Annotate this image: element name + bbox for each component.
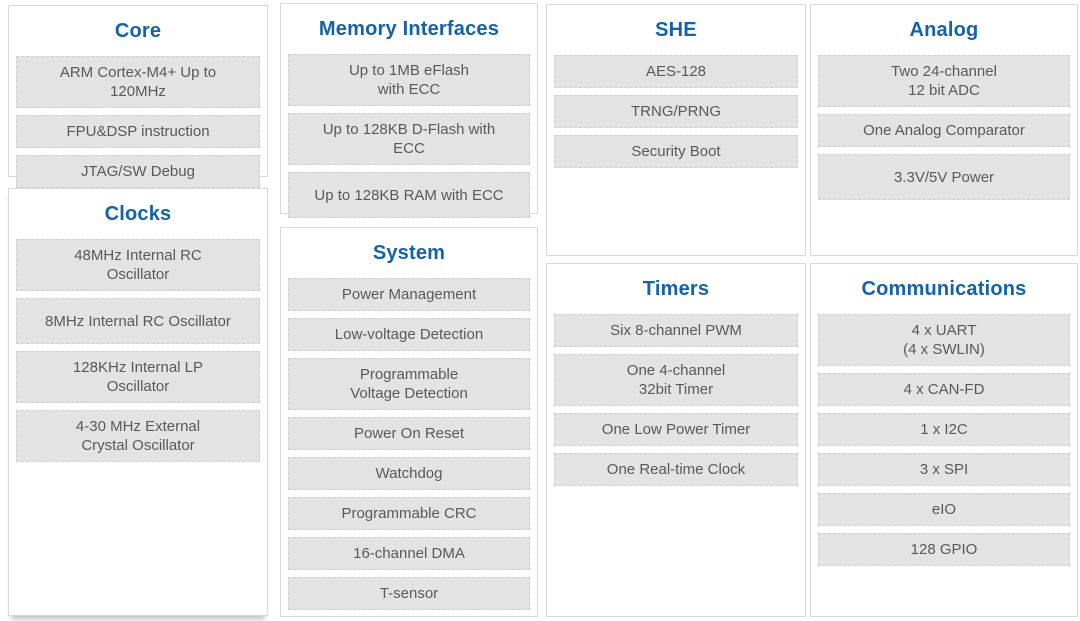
- feature-list-analog: Two 24-channel 12 bit ADC One Analog Com…: [818, 55, 1070, 200]
- feature-item-fpu-dsp: FPU&DSP instruction: [16, 115, 260, 148]
- feature-item-trng-prng: TRNG/PRNG: [554, 95, 798, 128]
- section-analog: Analog Two 24-channel 12 bit ADC One Ana…: [810, 4, 1078, 256]
- feature-item-t-sensor: T-sensor: [288, 577, 530, 610]
- feature-item-external-crystal: 4-30 MHz External Crystal Oscillator: [16, 410, 260, 462]
- section-clocks: Clocks 48MHz Internal RC Oscillator 8MHz…: [8, 188, 268, 616]
- section-system: System Power Management Low-voltage Dete…: [280, 227, 538, 617]
- feature-list-clocks: 48MHz Internal RC Oscillator 8MHz Intern…: [16, 239, 260, 462]
- section-title-timers: Timers: [642, 278, 710, 300]
- feature-item-power-management: Power Management: [288, 278, 530, 311]
- feature-item-arm-cortex: ARM Cortex-M4+ Up to 120MHz: [16, 56, 260, 108]
- section-communications: Communications 4 x UART (4 x SWLIN) 4 x …: [810, 263, 1078, 617]
- feature-item-32bit-timer: One 4-channel 32bit Timer: [554, 354, 798, 406]
- feature-list-memory: Up to 1MB eFlash with ECC Up to 128KB D-…: [288, 54, 530, 218]
- feature-item-gpio: 128 GPIO: [818, 533, 1070, 566]
- feature-item-rtc: One Real-time Clock: [554, 453, 798, 486]
- section-title-memory-interfaces: Memory Interfaces: [318, 18, 500, 40]
- feature-item-analog-comparator: One Analog Comparator: [818, 114, 1070, 147]
- section-she: SHE AES-128 TRNG/PRNG Security Boot: [546, 4, 806, 256]
- feature-item-jtag-sw-debug: JTAG/SW Debug: [16, 155, 260, 188]
- feature-item-programmable-voltage-detection: Programmable Voltage Detection: [288, 358, 530, 410]
- feature-list-communications: 4 x UART (4 x SWLIN) 4 x CAN-FD 1 x I2C …: [818, 314, 1070, 566]
- feature-item-programmable-crc: Programmable CRC: [288, 497, 530, 530]
- feature-item-low-power-timer: One Low Power Timer: [554, 413, 798, 446]
- section-core: Core ARM Cortex-M4+ Up to 120MHz FPU&DSP…: [8, 5, 268, 188]
- section-title-clocks: Clocks: [104, 203, 172, 225]
- section-title-she: SHE: [655, 19, 697, 41]
- feature-item-128khz-lp: 128KHz Internal LP Oscillator: [16, 351, 260, 403]
- feature-list-she: AES-128 TRNG/PRNG Security Boot: [554, 55, 798, 168]
- feature-item-8mhz-rc: 8MHz Internal RC Oscillator: [16, 298, 260, 344]
- section-title-core: Core: [114, 20, 162, 42]
- feature-item-power-on-reset: Power On Reset: [288, 417, 530, 450]
- feature-item-adc: Two 24-channel 12 bit ADC: [818, 55, 1070, 107]
- feature-item-pwm: Six 8-channel PWM: [554, 314, 798, 347]
- feature-item-eio: eIO: [818, 493, 1070, 526]
- section-title-system: System: [372, 242, 446, 264]
- feature-item-watchdog: Watchdog: [288, 457, 530, 490]
- feature-item-eflash: Up to 1MB eFlash with ECC: [288, 54, 530, 106]
- section-memory-interfaces: Memory Interfaces Up to 1MB eFlash with …: [280, 3, 538, 218]
- feature-list-core: ARM Cortex-M4+ Up to 120MHz FPU&DSP inst…: [16, 56, 260, 188]
- feature-item-security-boot: Security Boot: [554, 135, 798, 168]
- feature-item-low-voltage-detection: Low-voltage Detection: [288, 318, 530, 351]
- section-timers: Timers Six 8-channel PWM One 4-channel 3…: [546, 263, 806, 617]
- section-title-communications: Communications: [861, 278, 1027, 300]
- feature-item-spi: 3 x SPI: [818, 453, 1070, 486]
- feature-item-i2c: 1 x I2C: [818, 413, 1070, 446]
- feature-item-power-3v3-5v: 3.3V/5V Power: [818, 154, 1070, 200]
- feature-item-dflash: Up to 128KB D-Flash with ECC: [288, 113, 530, 165]
- feature-list-timers: Six 8-channel PWM One 4-channel 32bit Ti…: [554, 314, 798, 486]
- feature-item-can-fd: 4 x CAN-FD: [818, 373, 1070, 406]
- section-title-analog: Analog: [909, 19, 979, 41]
- feature-item-dma: 16-channel DMA: [288, 537, 530, 570]
- feature-item-uart: 4 x UART (4 x SWLIN): [818, 314, 1070, 366]
- feature-item-ram: Up to 128KB RAM with ECC: [288, 172, 530, 218]
- feature-item-48mhz-rc: 48MHz Internal RC Oscillator: [16, 239, 260, 291]
- feature-list-system: Power Management Low-voltage Detection P…: [288, 278, 530, 610]
- feature-item-aes-128: AES-128: [554, 55, 798, 88]
